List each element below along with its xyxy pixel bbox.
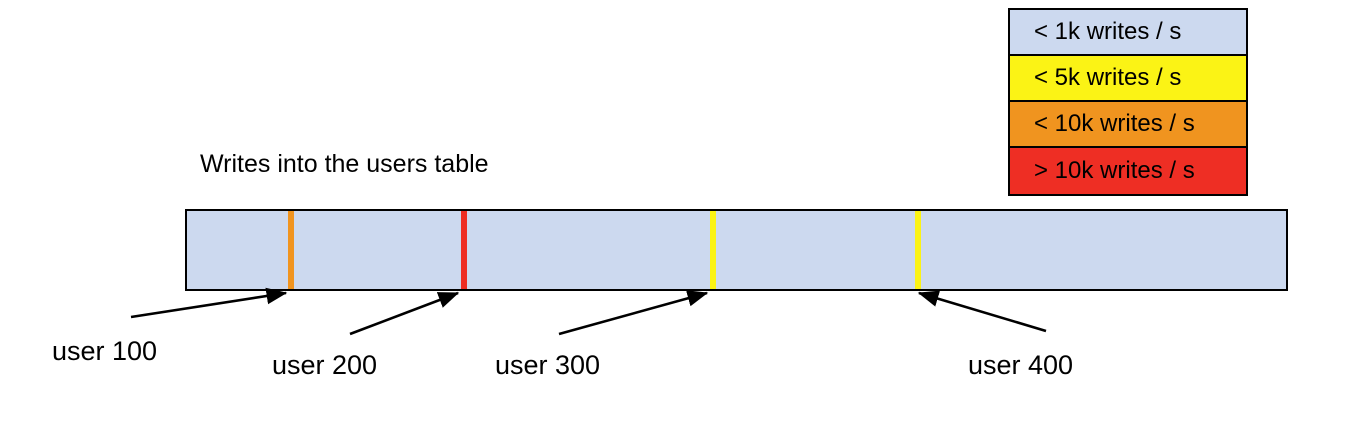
callout-label-user-200: user 200 xyxy=(272,350,378,380)
legend-row-under-1k: < 1k writes / s xyxy=(1010,10,1246,56)
callout-arrow-user-100 xyxy=(130,287,288,319)
callout-arrow-user-200 xyxy=(349,291,460,336)
callout-label-user-300: user 300 xyxy=(495,350,601,380)
legend-row-under-5k: < 5k writes / s xyxy=(1010,56,1246,102)
bar-marker-user-400 xyxy=(915,211,921,289)
callout-arrow-user-300 xyxy=(558,290,709,336)
legend: < 1k writes / s < 5k writes / s < 10k wr… xyxy=(1008,8,1248,196)
bar-marker-user-200 xyxy=(461,211,467,289)
users-table-keyspace-bar xyxy=(185,209,1288,291)
legend-label-under-10k: < 10k writes / s xyxy=(1034,110,1195,137)
chart-title: Writes into the users table xyxy=(200,150,489,178)
legend-row-over-10k: > 10k writes / s xyxy=(1010,148,1246,194)
legend-label-over-10k: > 10k writes / s xyxy=(1034,157,1195,184)
callout-label-user-100: user 100 xyxy=(52,336,158,366)
callout-label-user-400: user 400 xyxy=(968,350,1074,380)
legend-row-under-10k: < 10k writes / s xyxy=(1010,102,1246,148)
bar-marker-user-100 xyxy=(288,211,294,289)
bar-marker-user-300 xyxy=(710,211,716,289)
callout-arrow-user-400 xyxy=(917,290,1047,333)
legend-label-under-5k: < 5k writes / s xyxy=(1034,64,1182,91)
legend-label-under-1k: < 1k writes / s xyxy=(1034,18,1182,45)
